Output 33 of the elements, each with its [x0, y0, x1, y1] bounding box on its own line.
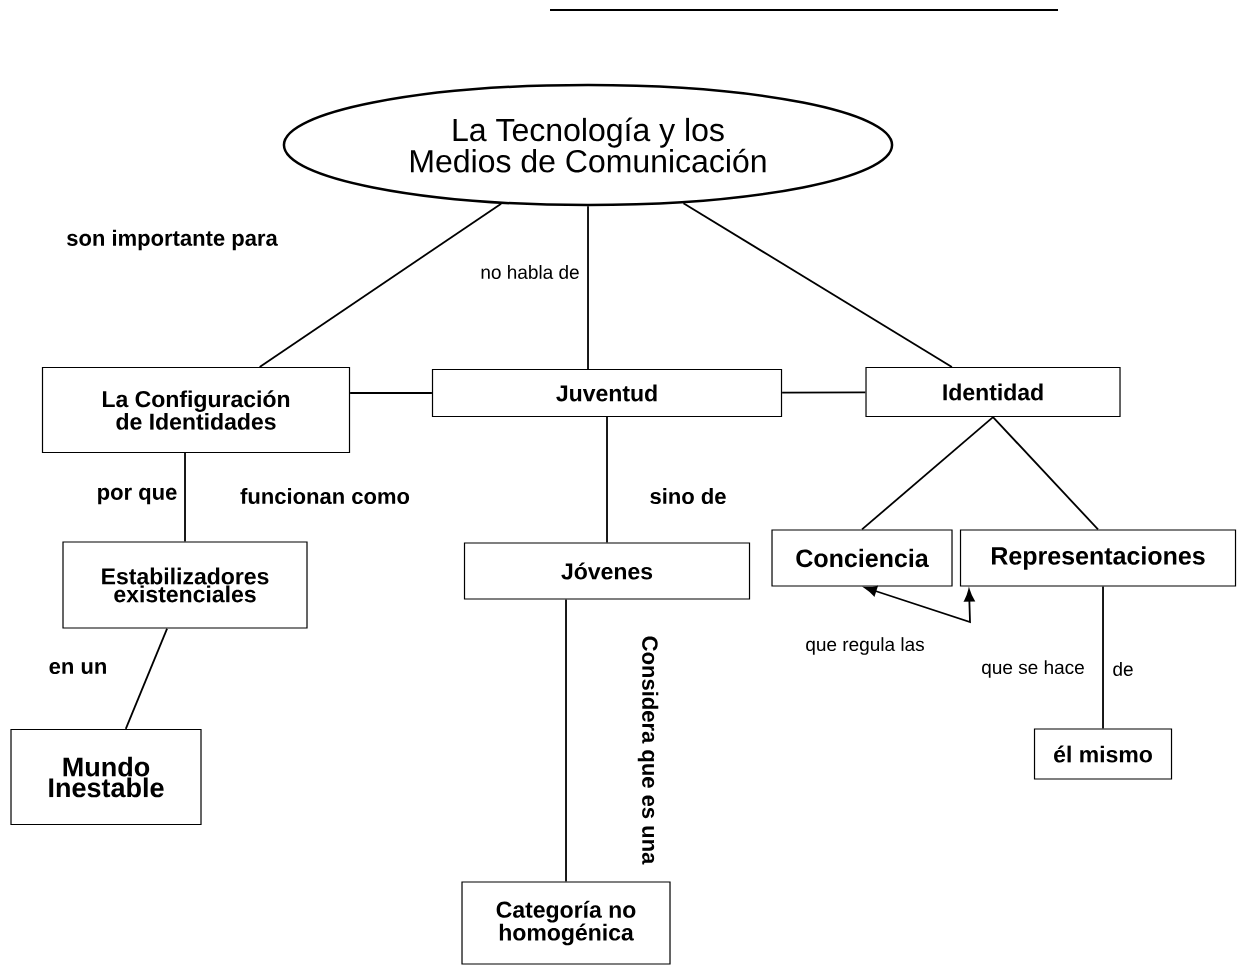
- connector: [606, 416, 608, 544]
- concept-box: Categoría no homogénica: [461, 881, 671, 965]
- connector: [682, 202, 953, 368]
- concept-box: Mundo Inestable: [10, 728, 202, 826]
- connector: [864, 585, 975, 624]
- edge-label: por que: [95, 486, 179, 506]
- connector: [781, 391, 867, 394]
- connector: [565, 598, 567, 883]
- concept-box: La Configuración de Identidades: [41, 366, 351, 454]
- link-label: de: [1111, 661, 1135, 677]
- concept-box: Estabilizadores existenciales: [62, 541, 308, 629]
- edge-label: Considera que es una: [636, 634, 660, 866]
- edge-label: son importante para: [65, 228, 279, 252]
- connector: [587, 205, 589, 370]
- connector: [1102, 585, 1104, 730]
- connector: [184, 452, 186, 543]
- concept-box: Representaciones: [959, 529, 1237, 587]
- connector: [349, 392, 433, 394]
- edge-label: en un: [47, 661, 109, 676]
- concept-box: Conciencia: [771, 529, 953, 587]
- edge-label: que regula las: [804, 636, 926, 656]
- edge-label: no habla de: [479, 264, 581, 280]
- edge-label: sino de: [648, 486, 728, 506]
- link-label: funcionan como: [239, 486, 411, 506]
- concept-box: Jóvenes: [463, 542, 751, 600]
- concept-box: Identidad: [865, 366, 1121, 418]
- connector: [124, 627, 168, 730]
- connector: [992, 416, 1099, 531]
- connector: [861, 416, 994, 531]
- edge-label: que se hace: [980, 659, 1086, 679]
- concept-box: él mismo: [1033, 728, 1173, 780]
- concept-box: Juventud: [431, 368, 783, 418]
- connector: [258, 202, 503, 368]
